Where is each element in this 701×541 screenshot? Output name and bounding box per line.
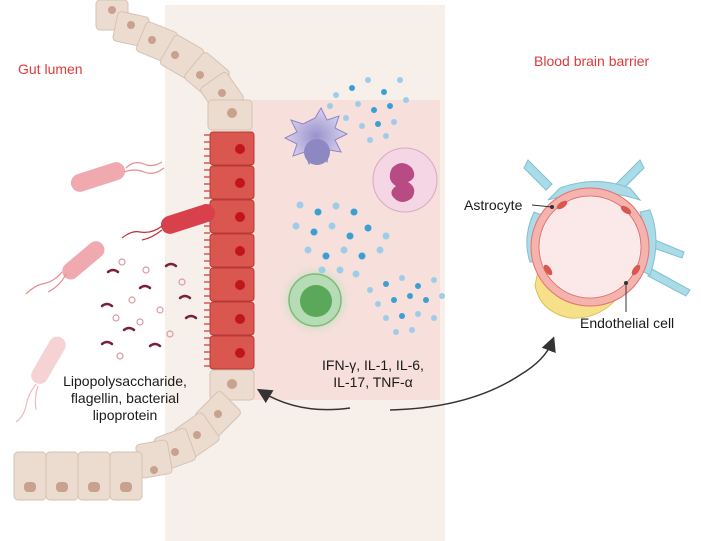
cytokine-cluster-middle <box>292 201 390 278</box>
astrocyte-pointer <box>531 204 553 208</box>
bacterial-products-line-3: lipoprotein <box>92 407 158 423</box>
epithelium-top <box>95 0 253 131</box>
lps-fragments <box>100 262 198 348</box>
astrocyte-pointer-dot <box>550 205 554 209</box>
lps-vesicles <box>112 258 186 360</box>
dendritic-cell-icon <box>283 106 349 166</box>
bacterial-products-line-2: flagellin, bacterial <box>70 390 180 406</box>
cytokine-cluster-top <box>327 77 409 143</box>
lamina-propria <box>240 100 440 400</box>
astrocyte-label: Astrocyte <box>464 197 523 213</box>
epithelium-bottom-nuclei <box>24 379 237 492</box>
inflamed-nuclei <box>235 144 245 358</box>
epithelium-inflamed <box>209 131 255 370</box>
cytokines-label: IFN-γ, IL-1, IL-6, IL-17, TNF-α <box>300 357 446 391</box>
epithelium-top-nuclei <box>108 6 237 118</box>
bacterial-products-line-1: Lipopolysaccharide, <box>63 373 187 389</box>
cytokine-cluster-bottom <box>367 275 445 335</box>
blood-brain-barrier-label: Blood brain barrier <box>534 53 650 69</box>
curved-arrow-icon <box>389 336 556 411</box>
endothelial-nuclei <box>543 200 641 276</box>
bacteria-icon <box>15 161 216 423</box>
neutrophil-icon <box>372 147 438 213</box>
bacterial-products-label: Lipopolysaccharide, flagellin, bacterial… <box>40 373 210 424</box>
lymphocyte-icon <box>279 264 351 336</box>
gut-lumen-label: Gut lumen <box>18 61 83 77</box>
cytokines-line-1: IFN-γ, IL-1, IL-6, <box>322 357 424 373</box>
endothelial-cell-label: Endothelial cell <box>580 315 675 331</box>
endothelial-pointer-dot <box>624 281 628 285</box>
endothelial-ring <box>530 187 650 307</box>
cytokines-line-2: IL-17, TNF-α <box>333 374 413 390</box>
curved-arrow-icon <box>256 388 351 411</box>
